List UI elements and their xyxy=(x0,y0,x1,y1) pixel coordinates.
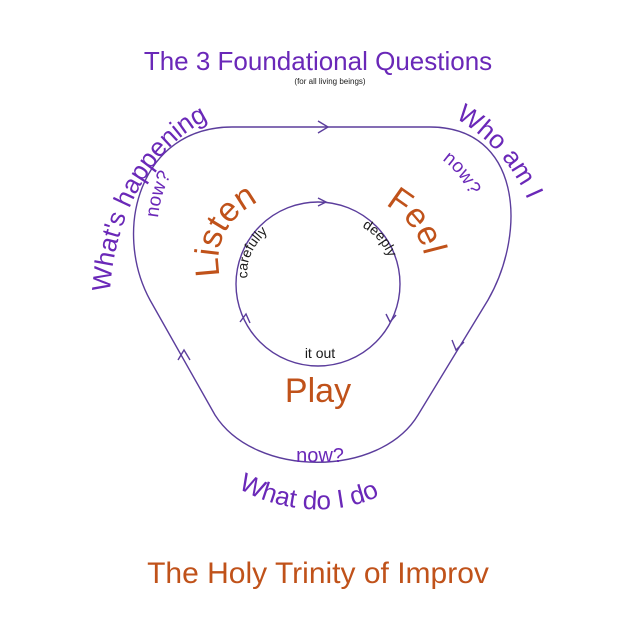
play-label: Play xyxy=(285,372,351,410)
outer-arrow-top xyxy=(317,120,330,134)
question-what-do-i-do: What do I do xyxy=(235,467,382,516)
play-modifier: it out xyxy=(305,345,335,361)
outer-cycle-loop xyxy=(132,126,512,463)
feel-modifier: deeply xyxy=(360,216,400,259)
inner-arrow-top xyxy=(317,197,328,207)
diagram-title: The 3 Foundational Questions xyxy=(144,46,492,76)
inner-cycle-loop xyxy=(235,201,401,367)
diagram-subtitle: (for all living beings) xyxy=(294,77,365,86)
outer-arrow-right xyxy=(451,339,465,352)
listen-label: Listen xyxy=(188,176,263,279)
listen-modifier: carefully xyxy=(234,223,270,279)
outer-arrow-left xyxy=(177,348,191,361)
footer-title: The Holy Trinity of Improv xyxy=(147,557,489,590)
inner-arrow-left xyxy=(239,312,251,324)
now-right-label: now? xyxy=(439,147,484,197)
now-bottom-label: now? xyxy=(296,445,344,467)
inner-arrow-right xyxy=(385,313,397,324)
